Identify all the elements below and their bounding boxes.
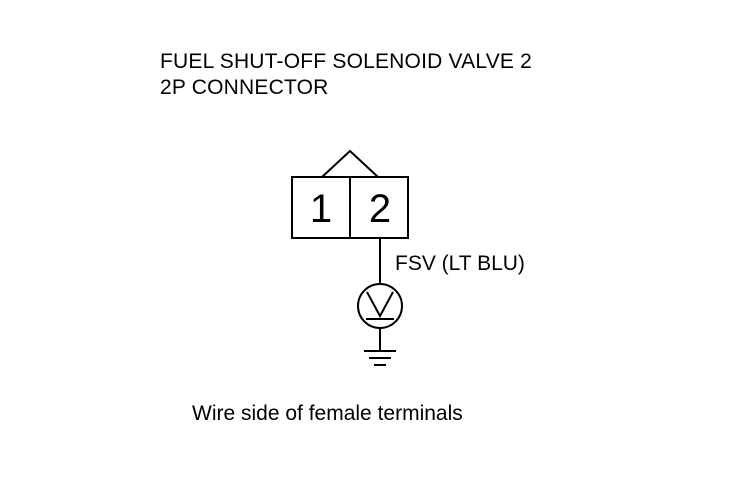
connector-latch-icon	[321, 149, 379, 178]
ground-icon	[364, 350, 396, 366]
wire-label: FSV (LT BLU)	[395, 252, 525, 275]
voltmeter-icon	[357, 283, 403, 329]
pin-2-label: 2	[369, 187, 391, 231]
diagram-subtitle: 2P CONNECTOR	[160, 76, 329, 99]
pin-1-label: 1	[310, 187, 332, 231]
diagram-caption: Wire side of female terminals	[192, 402, 463, 425]
diagram-title: FUEL SHUT-OFF SOLENOID VALVE 2	[160, 50, 533, 73]
